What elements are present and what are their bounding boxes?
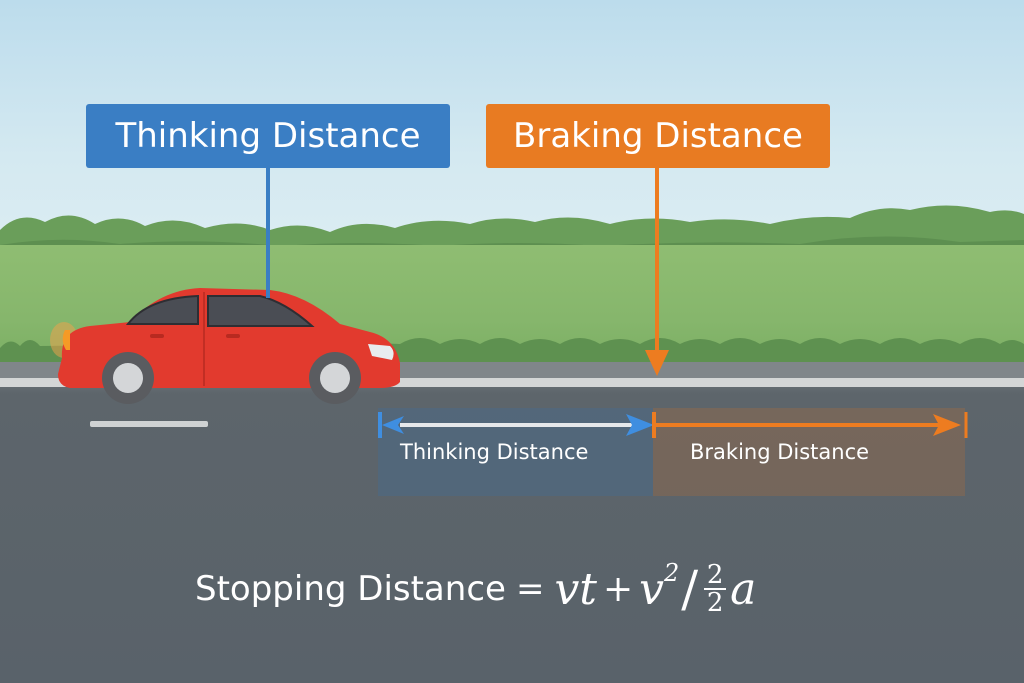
road <box>0 362 1024 683</box>
braking-distance-region <box>653 408 965 496</box>
formula-frac-numerator: 2 <box>706 560 724 590</box>
formula-plus: + <box>602 568 634 610</box>
road-edge-line <box>0 378 1024 387</box>
formula-term-v: v <box>639 563 665 615</box>
stopping-distance-formula: Stopping Distance = vt + v 2 / 2 2 a <box>195 559 757 618</box>
thinking-distance-arrow-icon <box>378 412 654 438</box>
red-car <box>50 288 400 404</box>
formula-frac-denominator: 2 <box>706 588 724 618</box>
formula-lhs: Stopping Distance <box>195 569 506 609</box>
thinking-distance-segment-label: Thinking Distance <box>400 440 589 464</box>
formula-term-vt: vt <box>554 563 597 615</box>
braking-pointer-arrowhead-icon <box>645 350 669 376</box>
formula-frac-bar <box>704 588 727 590</box>
lane-dash <box>90 421 208 427</box>
formula-rhs: vt + v 2 / 2 2 a <box>554 559 757 618</box>
formula-equals: = <box>515 569 545 609</box>
thinking-distance-label-text: Thinking Distance <box>115 116 421 156</box>
thinking-distance-region <box>378 408 653 496</box>
braking-distance-label-text: Braking Distance <box>513 116 803 156</box>
braking-distance-label: Braking Distance <box>486 104 830 168</box>
formula-exponent: 2 <box>664 559 680 587</box>
formula-fraction: 2 2 <box>704 560 727 618</box>
braking-distance-arrow-icon <box>652 412 968 438</box>
braking-distance-segment-label: Braking Distance <box>690 440 870 464</box>
formula-slash: / <box>681 560 699 618</box>
thinking-distance-label: Thinking Distance <box>86 104 450 168</box>
braking-pointer-line <box>655 168 659 358</box>
formula-term-a: a <box>730 563 757 615</box>
thinking-pointer-line <box>266 168 270 298</box>
